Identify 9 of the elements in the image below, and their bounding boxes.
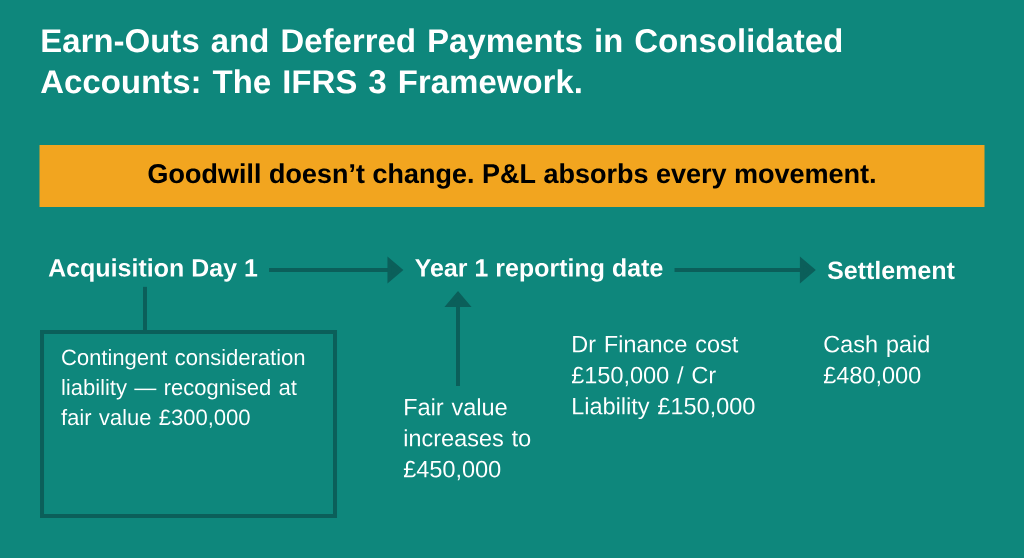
stage-label: Settlement <box>827 260 955 280</box>
journal-note: Cash paid £480,000 <box>823 335 929 387</box>
note-text: Fair value increases to £450,000 <box>403 398 531 481</box>
key-message-banner: Goodwill doesn’t change. P&L absorbs every movement. <box>39 145 985 207</box>
title: Earn-Outs and Deferred Payments in Consolidated Accounts: The IFRS 3 Framework. <box>41 28 842 94</box>
stage-label: Year 1 reporting date <box>415 258 663 282</box>
description-box: Contingent consideration liability — recognised at fair value £300,000 <box>40 330 337 518</box>
journal-note: Dr Finance cost £150,000 / Cr Liability £150,000 <box>571 335 755 420</box>
stage-label: Acquisition Day 1 <box>48 258 258 282</box>
